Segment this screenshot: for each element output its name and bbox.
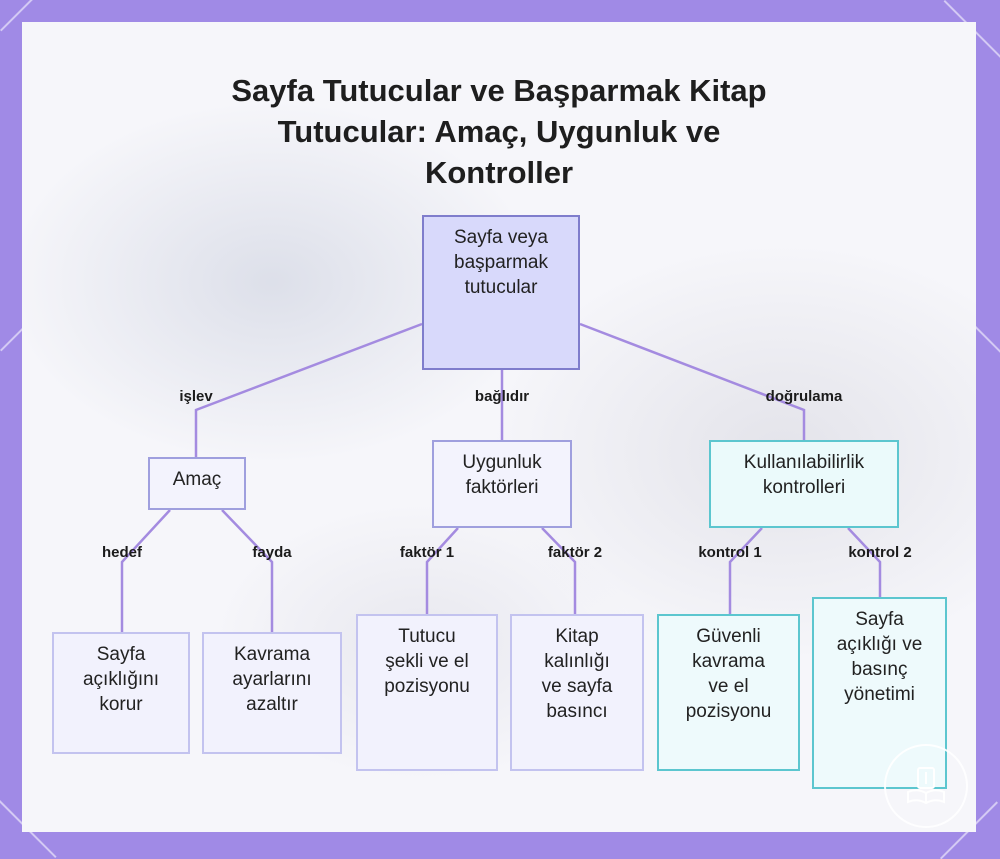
edge-label-kontrol2: kontrol 2: [848, 544, 912, 561]
node-sayfa-acikligini: Sayfa açıklığını korur: [52, 632, 190, 754]
edge-kontrol1: [728, 527, 763, 614]
diagram-frame: ​ Sayfa Tutucular ve Başparmak Kitap Tut…: [22, 22, 976, 832]
edge-kontrol2: [847, 527, 882, 597]
edge-layer: [120, 322, 882, 632]
node-kullanilabilirlik: Kullanılabilirlik kontrolleri: [709, 440, 899, 528]
book-logo-icon: [884, 744, 968, 828]
edge-label-faktor2: faktör 2: [547, 544, 603, 561]
node-sayfa-acikligi-basinc: Sayfa açıklığı ve basınç yönetimi: [812, 597, 947, 789]
edge-hedef: [120, 509, 171, 632]
edge-label-hedef: hedef: [101, 544, 143, 561]
node-kavrama-ayarlarini: Kavrama ayarlarını azaltır: [202, 632, 342, 754]
book-logo-icon-svg: [907, 767, 945, 805]
node-kitap-kalinligi: Kitap kalınlığı ve sayfa basıncı: [510, 614, 644, 771]
node-uygunluk: Uygunluk faktörleri: [432, 440, 572, 528]
node-amac: Amaç: [148, 457, 246, 510]
edge-faktor1: [425, 527, 459, 614]
diagram-title: Sayfa Tutucular ve Başparmak Kitap Tutuc…: [231, 73, 767, 190]
edge-label-fayda: fayda: [252, 544, 292, 561]
edge-label-dogrulama: doğrulama: [765, 388, 843, 405]
edge-islev: [194, 322, 423, 457]
edge-faktor2: [541, 527, 577, 614]
node-root: Sayfa veya başparmak tutucular: [422, 215, 580, 370]
edge-dogrulama: [579, 322, 806, 440]
edge-label-kontrol1: kontrol 1: [698, 544, 762, 561]
edge-label-faktor1: faktör 1: [399, 544, 455, 561]
edge-label-baglidir: bağlıdır: [474, 388, 530, 405]
edge-label-islev: işlev: [179, 388, 213, 405]
node-guvenli-kavrama: Güvenli kavrama ve el pozisyonu: [657, 614, 800, 771]
edge-fayda: [221, 509, 274, 632]
node-tutucu-sekli: Tutucu şekli ve el pozisyonu: [356, 614, 498, 771]
